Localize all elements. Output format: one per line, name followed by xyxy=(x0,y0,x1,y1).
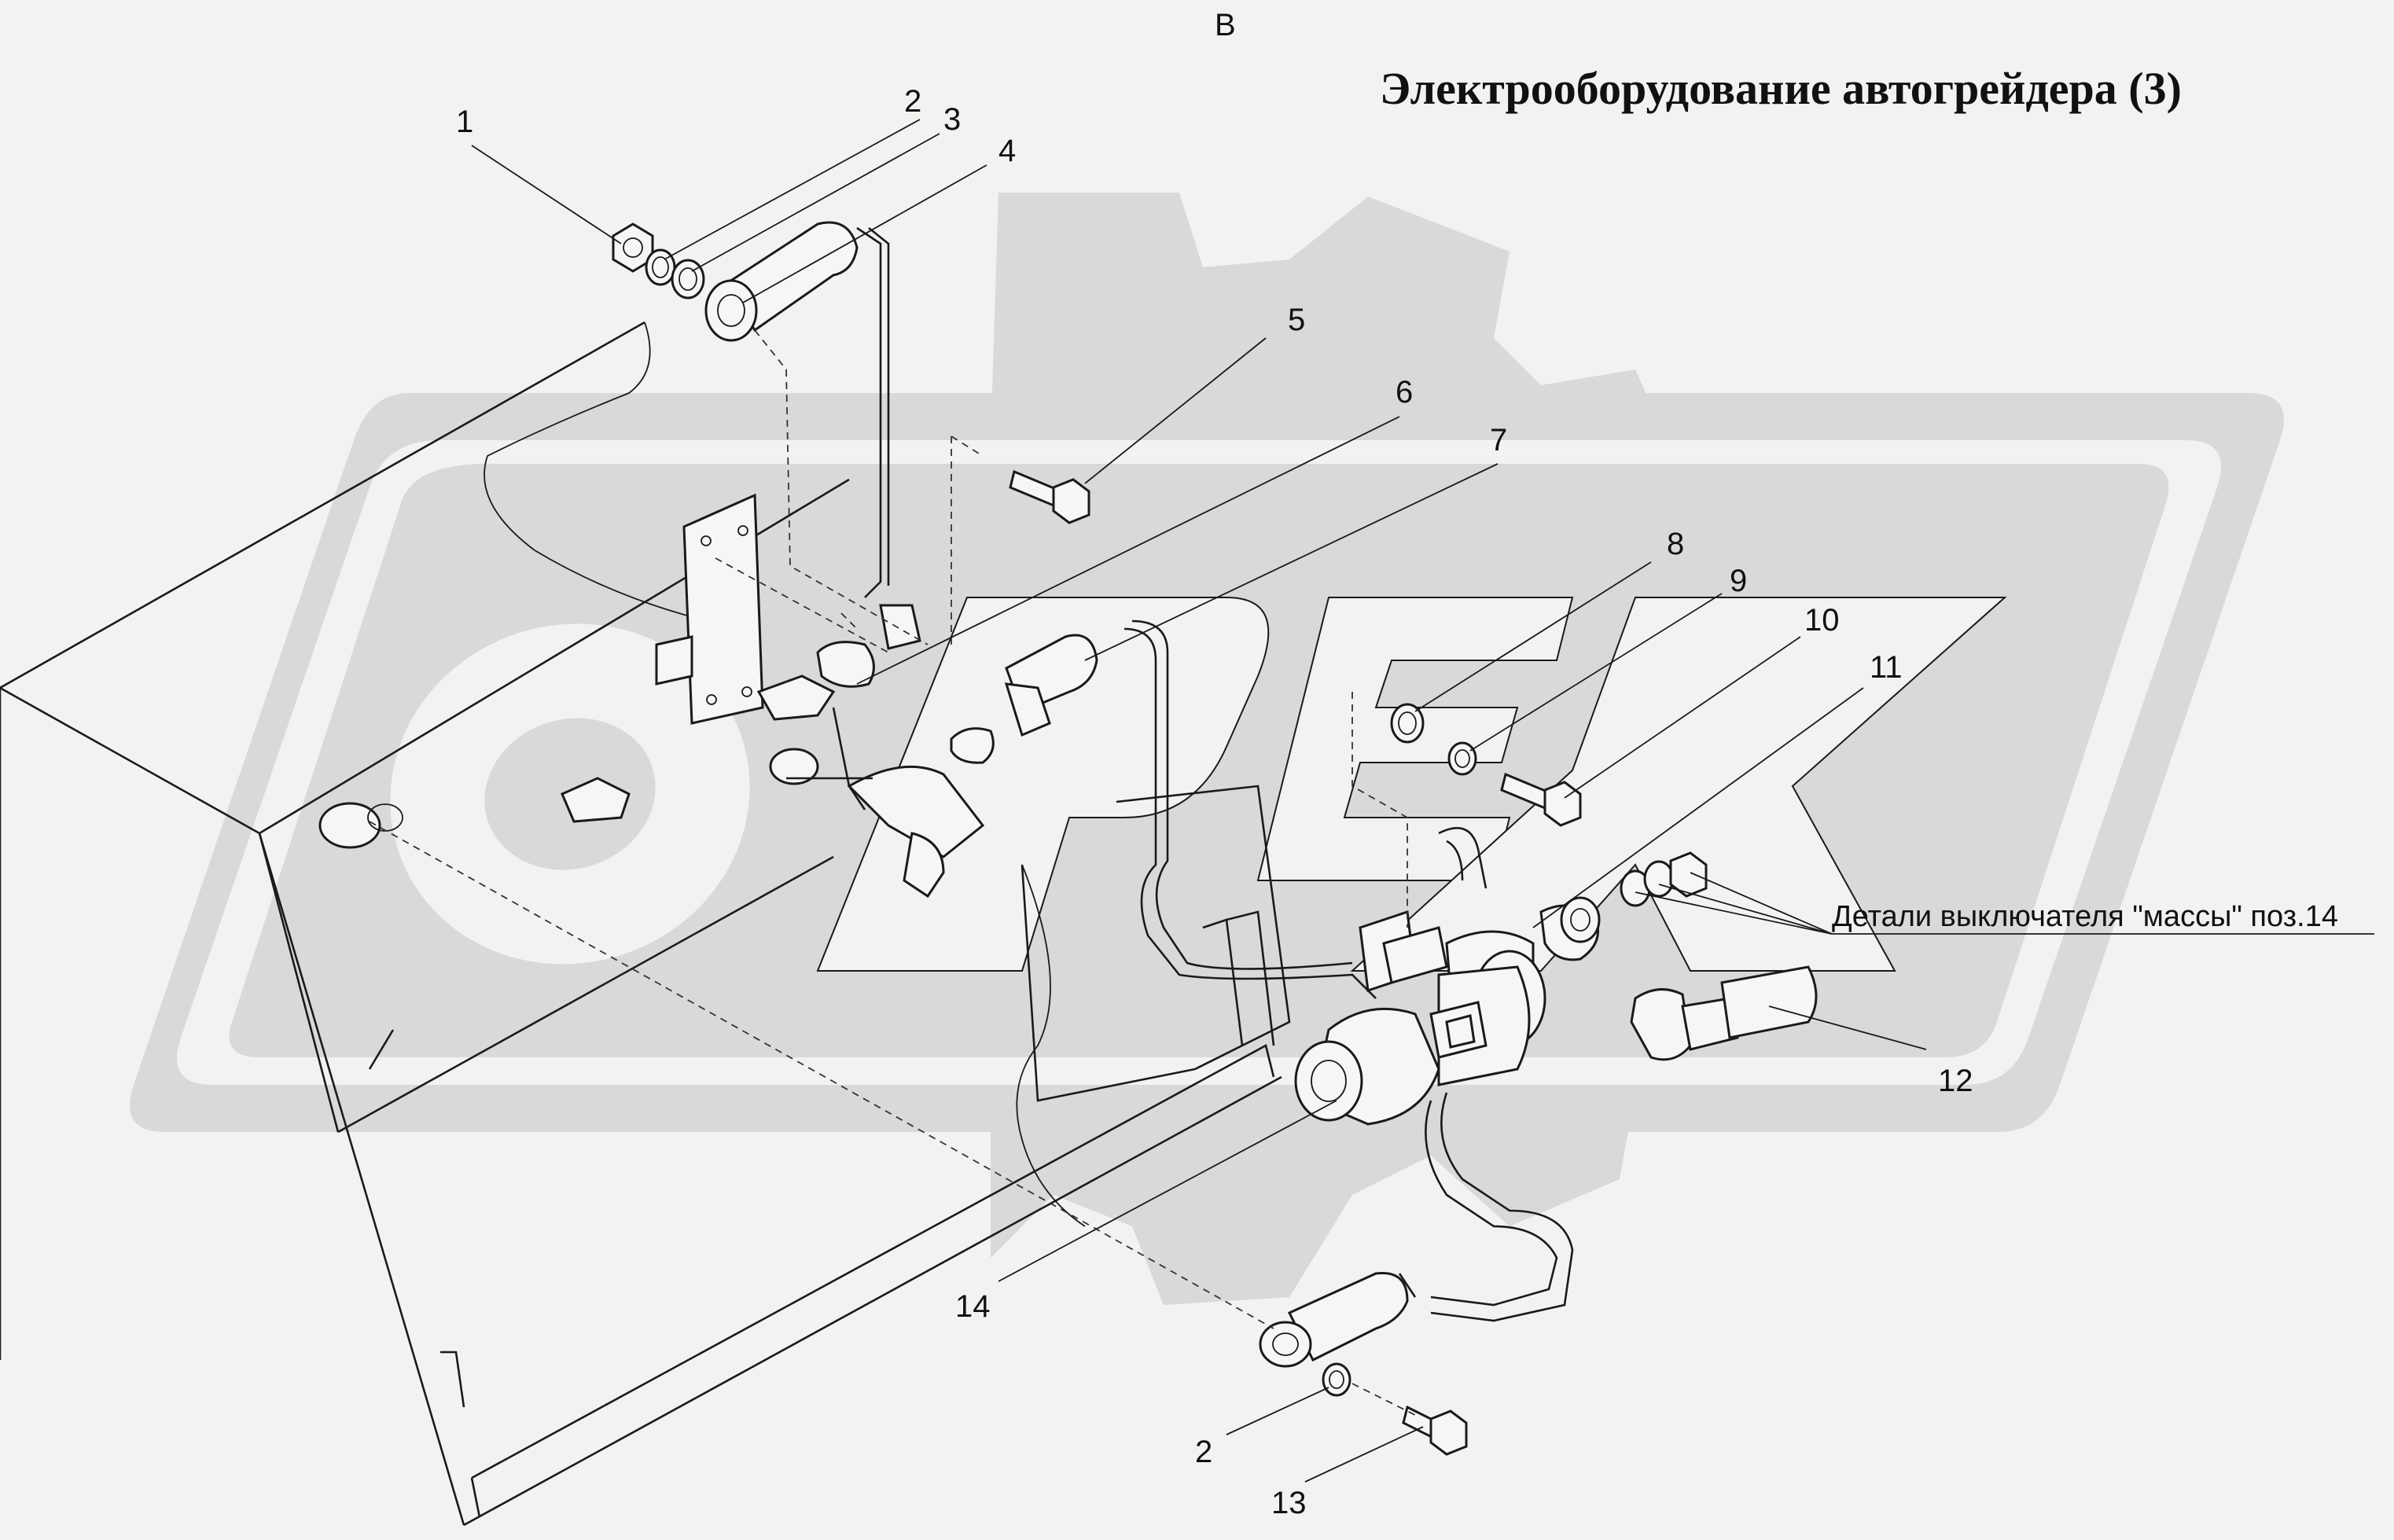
bolt-5 xyxy=(1009,469,1090,524)
battery-terminals xyxy=(318,493,995,899)
callout-4: 4 xyxy=(998,134,1016,168)
callout-1: 1 xyxy=(456,105,473,139)
leader-lines xyxy=(471,119,1927,1483)
battery-box xyxy=(0,321,1291,1527)
callout-12: 12 xyxy=(1938,1064,1973,1098)
callout-5: 5 xyxy=(1288,303,1305,337)
terminal-parts-bottom xyxy=(1259,1271,1468,1456)
clamp-7 xyxy=(1004,634,1098,737)
callout-3: 3 xyxy=(943,102,961,137)
callout-10: 10 xyxy=(1804,603,1840,638)
callout-9: 9 xyxy=(1730,564,1747,598)
callout-6: 6 xyxy=(1396,375,1413,410)
callout-2-top: 2 xyxy=(904,84,921,119)
watermark-logo xyxy=(130,193,2284,1305)
callout-2-bottom: 2 xyxy=(1195,1435,1212,1469)
callout-11: 11 xyxy=(1870,650,1903,685)
callout-13: 13 xyxy=(1271,1486,1307,1520)
mass-switch-14 xyxy=(1294,851,1708,1126)
connector-12 xyxy=(1630,965,1818,1061)
hardware-8-9-10 xyxy=(1390,703,1582,827)
mass-switch-note: Детали выключателя "массы" поз.14 xyxy=(1832,900,2338,933)
callout-7: 7 xyxy=(1490,423,1507,458)
view-label: В xyxy=(1215,8,1236,42)
assembly-lines xyxy=(369,329,1416,1416)
cables xyxy=(832,226,1574,1322)
diagram-title: Электрооборудование автогрейдера (3) xyxy=(1380,63,2182,114)
terminal-parts-top xyxy=(612,221,859,342)
callout-8: 8 xyxy=(1667,527,1684,561)
callout-14: 14 xyxy=(955,1289,991,1324)
